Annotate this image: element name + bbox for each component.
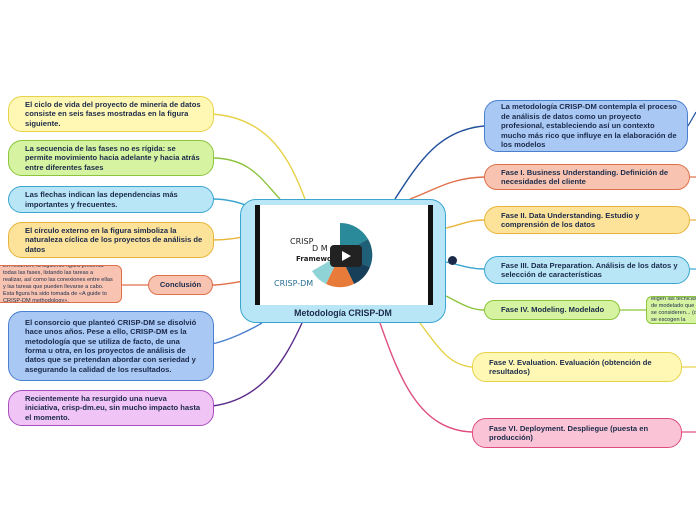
phase-2-node[interactable]: Fase II. Data Understanding. Estudio y c… — [484, 206, 690, 234]
left-node-1[interactable]: El ciclo de vida del proyecto de minería… — [8, 96, 214, 132]
left-node-2[interactable]: La secuencia de las fases no es rígida: … — [8, 140, 214, 176]
left-node-4[interactable]: El círculo externo en la figura simboliz… — [8, 222, 214, 258]
play-icon[interactable] — [330, 245, 362, 267]
phase-4-node[interactable]: Fase IV. Modeling. Modelado — [484, 300, 620, 320]
crisp-dm-logo: CRISP-DM — [274, 279, 314, 288]
thumb-text-framework: Framework — [296, 255, 340, 263]
phase-5-node[interactable]: Fase V. Evaluation. Evaluación (obtenció… — [472, 352, 682, 382]
left-node-7[interactable]: Recientemente ha resurgido una nueva ini… — [8, 390, 214, 426]
left-node-3[interactable]: Las flechas indican las dependencias más… — [8, 186, 214, 213]
central-topic[interactable]: CRISP D M Framework CRISP-DM Metodología… — [240, 199, 446, 323]
modeling-detail-node[interactable]: En esta fase, se eligen las técnicas de … — [646, 296, 696, 324]
globe-icon[interactable] — [448, 256, 457, 265]
video-thumbnail[interactable]: CRISP D M Framework CRISP-DM — [255, 205, 433, 305]
phase-6-node[interactable]: Fase VI. Deployment. Despliegue (puesta … — [472, 418, 682, 448]
conclusion-node[interactable]: Conclusión — [148, 275, 213, 295]
central-title: Metodología CRISP-DM — [294, 308, 392, 318]
left-node-6[interactable]: El consorcio que planteó CRISP-DM se dis… — [8, 311, 214, 381]
thumb-text-dm: D M — [312, 244, 328, 253]
right-node-intro[interactable]: La metodología CRISP-DM contempla el pro… — [484, 100, 688, 152]
thumb-text-crisp: CRISP — [290, 237, 314, 246]
phase-3-node[interactable]: Fase III. Data Preparation. Análisis de … — [484, 256, 690, 284]
phase-1-node[interactable]: Fase I. Business Understanding. Definici… — [484, 164, 690, 190]
conclusion-detail-node[interactable]: En resumen, la siguiente figura presenta… — [0, 265, 122, 303]
